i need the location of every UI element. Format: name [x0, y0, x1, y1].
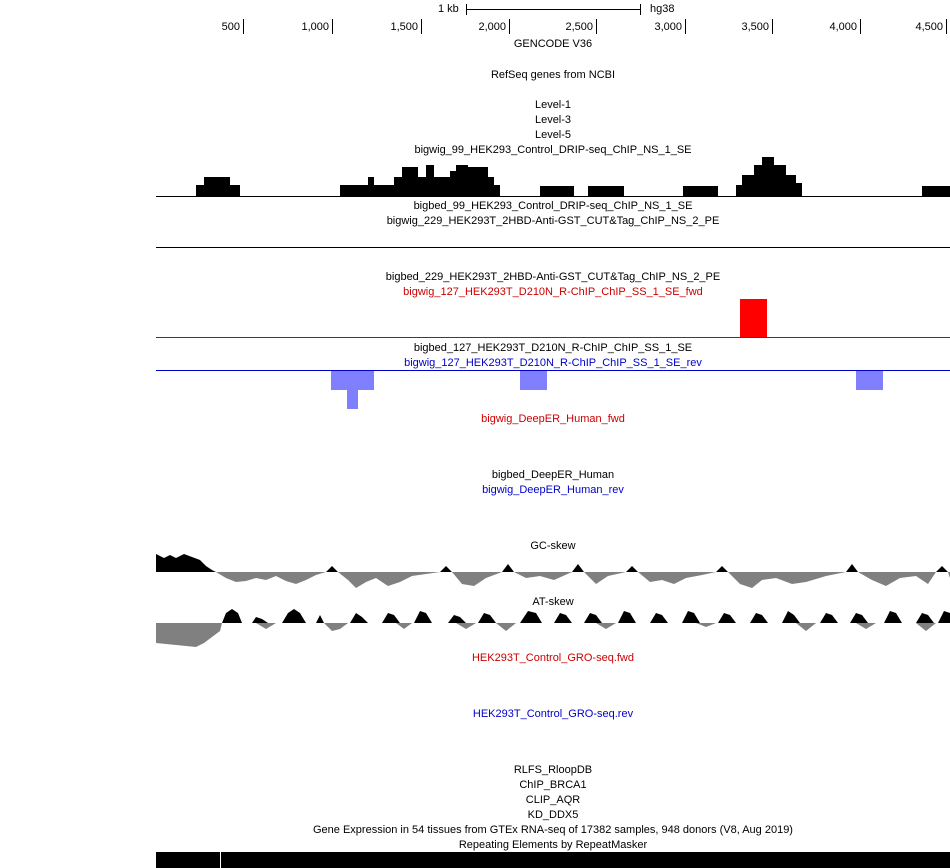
track-label-gencode[interactable]: GENCODE V36 [513, 38, 593, 50]
track-label-level3[interactable]: Level-3 [534, 114, 572, 126]
track-label-drip-bigbed[interactable]: bigbed_99_HEK293_Control_DRIP-seq_ChIP_N… [413, 200, 693, 212]
track-label-kd-ddx5[interactable]: KD_DDX5 [527, 809, 579, 821]
track-label-cut-bigwig[interactable]: bigwig_229_HEK293T_2HBD-Anti-GST_CUT&Tag… [386, 215, 720, 227]
gc-skew-track[interactable] [156, 548, 950, 598]
repeatmasker-gap [220, 852, 221, 868]
scale-bar-left-cap [466, 4, 467, 15]
ruler-tick-label: 3,500 [741, 21, 769, 33]
ruler-tick-label: 4,500 [915, 21, 943, 33]
scale-label: 1 kb [438, 3, 459, 15]
track-label-rchip-rev[interactable]: bigwig_127_HEK293T_D210N_R-ChIP_ChIP_SS_… [404, 357, 702, 369]
ruler-tick-label: 500 [221, 21, 240, 33]
ruler-tick-mark [509, 19, 510, 34]
ruler-tick-label: 1,000 [301, 21, 329, 33]
ruler-tick-mark [946, 19, 947, 34]
at-skew-positive [222, 609, 950, 623]
track-label-gro-fwd[interactable]: HEK293T_Control_GRO-seq.fwd [471, 652, 634, 664]
track-label-gc-skew[interactable]: GC-skew [530, 540, 576, 552]
scale-bar-right-cap [640, 4, 641, 15]
at-skew-negative [156, 623, 936, 647]
ruler-tick-mark [243, 19, 244, 34]
track-label-gtex[interactable]: Gene Expression in 54 tissues from GTEx … [313, 824, 793, 836]
ruler-tick-label: 2,000 [478, 21, 506, 33]
rchip-rev-track[interactable] [156, 369, 950, 411]
track-label-drip-bigwig[interactable]: bigwig_99_HEK293_Control_DRIP-seq_ChIP_N… [414, 144, 692, 156]
ruler-tick-mark [596, 19, 597, 34]
track-label-deeper-fwd[interactable]: bigwig_DeepER_Human_fwd [481, 413, 625, 425]
at-skew-track[interactable] [156, 605, 950, 650]
track-label-rchip-fwd[interactable]: bigwig_127_HEK293T_D210N_R-ChIP_ChIP_SS_… [403, 286, 703, 298]
ruler-tick-label: 4,000 [829, 21, 857, 33]
track-label-at-skew[interactable]: AT-skew [532, 596, 574, 608]
repeatmasker-track[interactable] [156, 852, 950, 868]
ruler-tick-label: 3,000 [654, 21, 682, 33]
ruler-tick-mark [685, 19, 686, 34]
ruler-tick-label: 1,500 [390, 21, 418, 33]
track-label-deeper-bigbed[interactable]: bigbed_DeepER_Human [491, 469, 615, 481]
drip-signal [196, 157, 950, 196]
track-label-repeatmasker[interactable]: Repeating Elements by RepeatMasker [458, 839, 648, 851]
rchip-rev-signal [331, 371, 883, 409]
ruler-tick-mark [772, 19, 773, 34]
ruler-tick-mark [421, 19, 422, 34]
track-label-level1[interactable]: Level-1 [534, 99, 572, 111]
gc-skew-negative [216, 572, 950, 588]
ruler-tick-mark [332, 19, 333, 34]
ruler-tick-label: 2,500 [565, 21, 593, 33]
track-label-deeper-rev[interactable]: bigwig_DeepER_Human_rev [482, 484, 624, 496]
track-label-refseq[interactable]: RefSeq genes from NCBI [490, 69, 616, 81]
drip-signal-track[interactable] [156, 157, 950, 197]
track-label-gro-rev[interactable]: HEK293T_Control_GRO-seq.rev [472, 708, 634, 720]
track-label-chip-brca1[interactable]: ChIP_BRCA1 [519, 779, 587, 791]
track-label-level5[interactable]: Level-5 [534, 129, 572, 141]
rchip-fwd-peak [740, 299, 767, 338]
gc-skew-positive [156, 554, 948, 572]
cut-signal-track[interactable] [156, 246, 950, 250]
track-label-cut-bigbed[interactable]: bigbed_229_HEK293T_2HBD-Anti-GST_CUT&Tag… [385, 271, 721, 283]
ruler-tick-mark [860, 19, 861, 34]
track-label-rlfs[interactable]: RLFS_RloopDB [513, 764, 593, 776]
track-label-clip-aqr[interactable]: CLIP_AQR [525, 794, 581, 806]
assembly-label: hg38 [650, 3, 675, 15]
track-label-rchip-bigbed[interactable]: bigbed_127_HEK293T_D210N_R-ChIP_ChIP_SS_… [413, 342, 693, 354]
rchip-fwd-track[interactable] [156, 298, 950, 340]
scale-bar [466, 9, 640, 10]
